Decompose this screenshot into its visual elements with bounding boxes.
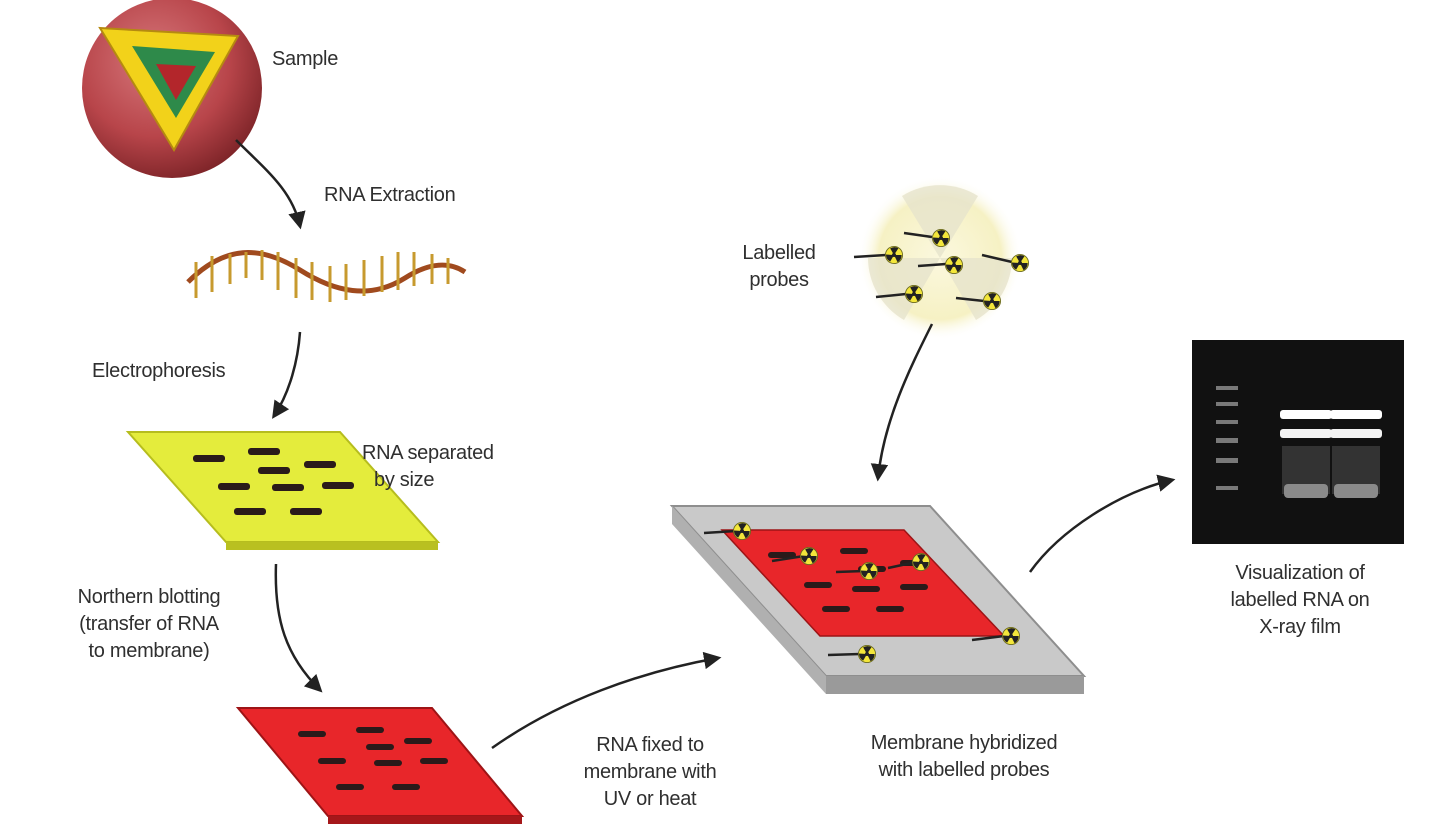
label-visualization: Visualization of labelled RNA on X-ray f… — [1230, 562, 1370, 638]
arrow-probes-to-tray — [870, 323, 934, 482]
rna-strand-icon — [186, 250, 467, 302]
sample-sphere — [82, 0, 262, 178]
label-sample: Sample — [272, 48, 339, 70]
probe-cluster — [853, 176, 1029, 340]
gel-slab — [125, 431, 441, 550]
xray-film — [1192, 340, 1404, 544]
label-rna-separated: RNA separated by size — [362, 442, 494, 491]
flow-arrows — [235, 139, 1176, 750]
arrow-rna-to-gel — [272, 331, 302, 419]
arrow-tray-to-film — [1028, 474, 1176, 573]
arrow-sample-to-rna — [235, 139, 306, 230]
label-labelled-probes: Labelled probes — [742, 242, 816, 291]
label-rna-fixed: RNA fixed to membrane with UV or heat — [583, 734, 717, 810]
membrane-slab — [235, 707, 525, 824]
label-rna-extraction: RNA Extraction — [324, 184, 456, 206]
arrow-gel-to-membrane — [274, 563, 323, 693]
label-northern-blotting: Northern blotting (transfer of RNA to me… — [77, 586, 221, 662]
arrow-membrane-to-tray — [491, 651, 722, 750]
label-membrane-hybridized: Membrane hybridized with labelled probes — [870, 732, 1058, 781]
label-electrophoresis: Electrophoresis — [92, 360, 226, 382]
hybridization-tray — [669, 505, 1087, 694]
